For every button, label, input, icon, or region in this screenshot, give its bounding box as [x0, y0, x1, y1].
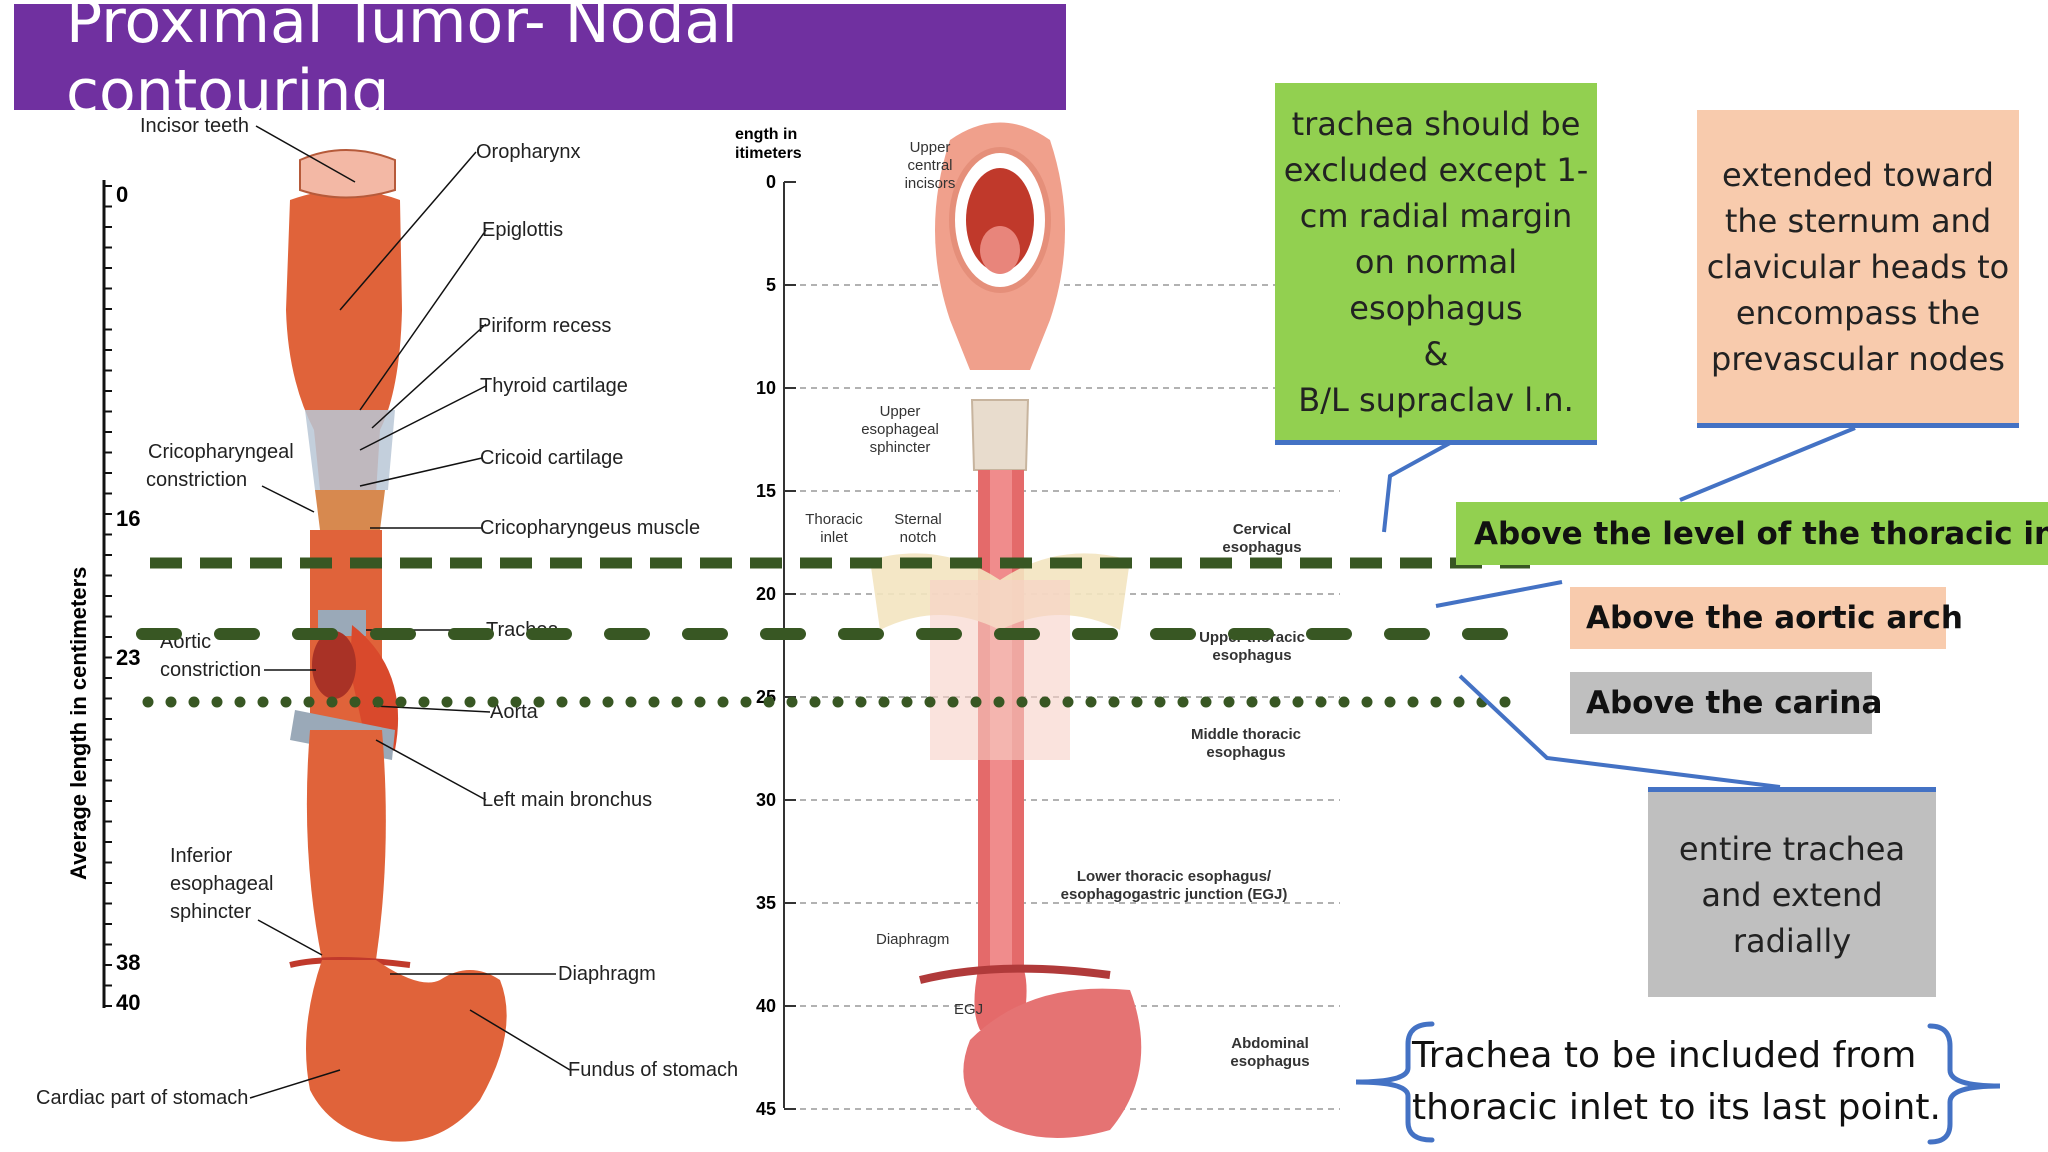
right-tick-label: 5: [766, 275, 776, 295]
label-aorta: Aorta: [490, 701, 539, 723]
label-fundus: Fundus of stomach: [568, 1059, 738, 1081]
label-aortic-2: constriction: [160, 659, 261, 681]
right-tick-label: 25: [756, 687, 776, 707]
bottom-note-text: Trachea to be included from thoracic inl…: [1412, 1035, 1941, 1128]
right-tick-label: 15: [756, 481, 776, 501]
callout-entire-trachea: entire trachea and extend radially: [1648, 787, 1936, 997]
label-egj: EGJ: [954, 1001, 983, 1018]
left-tick-0: 0: [116, 182, 128, 207]
callout-extended-sternum: extended toward the sternum and clavicul…: [1697, 110, 2019, 428]
callout-trachea-excluded: trachea should be excluded except 1- cm …: [1275, 83, 1597, 445]
label-aortic-1: Aortic: [160, 631, 211, 653]
label-cardiac-part: Cardiac part of stomach: [36, 1087, 248, 1109]
label-cricopharyngeus-muscle: Cricopharyngeus muscle: [480, 517, 700, 539]
level-label-thoracic-inlet: Above the level of the thoracic inlet: [1456, 502, 2048, 565]
label-left-main-bronchus: Left main bronchus: [482, 789, 652, 811]
right-tick-label: 30: [756, 790, 776, 810]
label-piriform-recess: Piriform recess: [478, 315, 611, 337]
label-thyroid-cartilage: Thyroid cartilage: [480, 375, 628, 397]
right-axis-header-2: itimeters: [735, 145, 802, 162]
right-axis-header-1: ength in: [735, 126, 797, 143]
label-diaphragm-right: Diaphragm: [876, 931, 949, 948]
page-title: Proximal Tumor- Nodal contouring: [14, 0, 1066, 127]
right-tick-label: 40: [756, 996, 776, 1016]
right-tick-label: 35: [756, 893, 776, 913]
left-axis: 0 16 23 38 40 Average length in centimet…: [66, 180, 140, 1015]
label-cricoid-cartilage: Cricoid cartilage: [480, 447, 623, 469]
right-tick-label: 20: [756, 584, 776, 604]
label-lower-thoracic-esophagus: Lower thoracic esophagus/esophagogastric…: [1061, 868, 1288, 903]
label-trachea: Trachea: [486, 619, 560, 641]
level-label-carina: Above the carina: [1570, 672, 1882, 734]
right-tick-label: 45: [756, 1099, 776, 1119]
level-label-aortic-arch: Above the aortic arch: [1570, 587, 1963, 649]
left-tick-38: 38: [116, 950, 140, 975]
label-inferior-3: sphincter: [170, 901, 251, 923]
left-axis-label: Average length in centimeters: [66, 567, 91, 880]
label-oropharynx: Oropharynx: [476, 141, 581, 163]
label-incisor-teeth: Incisor teeth: [140, 115, 249, 137]
label-diaphragm-left: Diaphragm: [558, 963, 656, 985]
left-tick-16: 16: [116, 506, 140, 531]
left-anatomy-figure: 0 16 23 38 40 Average length in centimet…: [36, 115, 738, 1142]
left-tick-23: 23: [116, 645, 140, 670]
right-tick-label: 10: [756, 378, 776, 398]
left-esophagus-shape: [286, 149, 507, 1142]
left-tick-40: 40: [116, 990, 140, 1015]
label-inferior-2: esophageal: [170, 873, 273, 895]
label-epiglottis: Epiglottis: [482, 219, 563, 241]
label-cricopharyngeal-1: Cricopharyngeal: [148, 441, 294, 463]
label-cricopharyngeal-2: constriction: [146, 469, 247, 491]
right-anatomy-figure: ength in itimeters 0 5 10 15 20 25 30 35 40 45 Up…: [735, 122, 1340, 1138]
right-esophagus-shape: [870, 122, 1142, 1138]
label-inferior-1: Inferior: [170, 845, 233, 867]
right-tick-label: 0: [766, 172, 776, 192]
